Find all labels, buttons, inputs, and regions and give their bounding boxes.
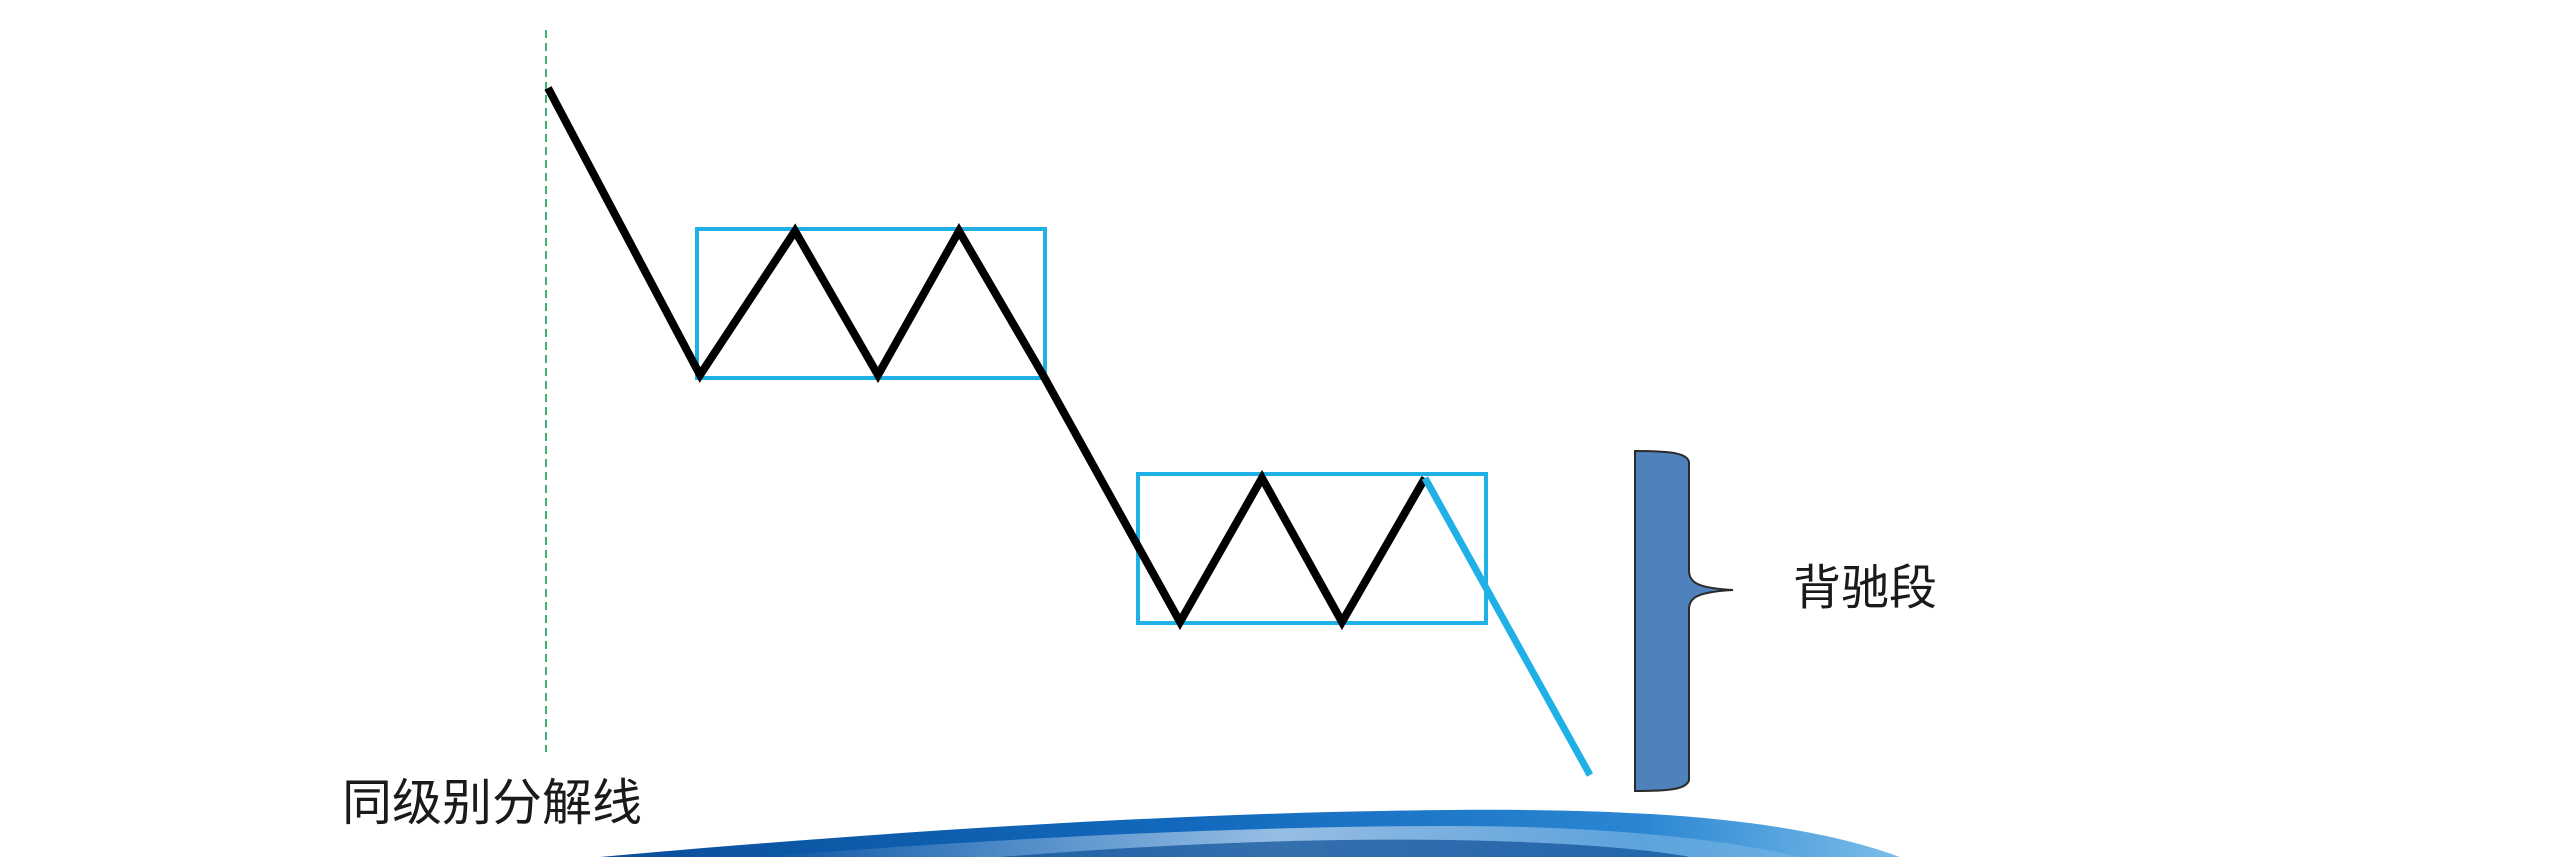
footer-wave-decoration	[600, 809, 1900, 857]
divergence-segment-label: 背驰段	[1793, 560, 1937, 616]
divergence-final-segment	[1421, 476, 1594, 777]
decomposition-line-label: 同级别分解线	[342, 774, 642, 832]
divergence-brace	[1634, 449, 1734, 793]
pivot-box-1	[695, 227, 1047, 380]
price-trend-line	[544, 86, 1429, 631]
